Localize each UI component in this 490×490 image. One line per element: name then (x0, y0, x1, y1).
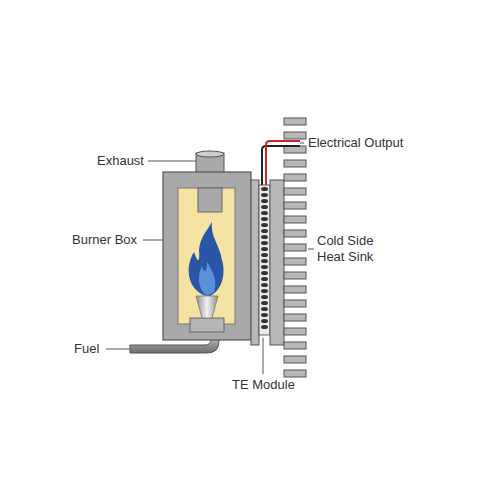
te-element (261, 199, 268, 203)
te-element (261, 187, 268, 191)
te-element (261, 283, 268, 287)
heat-sink-fin (284, 286, 306, 293)
heat-sink-fin (284, 216, 306, 223)
te-element (261, 241, 268, 245)
heat-sink-fin (284, 244, 306, 251)
fuel-label: Fuel (74, 341, 99, 357)
heat-sink-fin (284, 300, 306, 307)
te-element (261, 193, 268, 197)
heat-sink-fin (284, 146, 306, 153)
te-element (261, 259, 268, 263)
heat-sink-fin (284, 188, 306, 195)
heat-sink-fin (284, 314, 306, 321)
heat-sink-fin (284, 328, 306, 335)
te-element (261, 325, 268, 329)
te-element (261, 217, 268, 221)
te-element (261, 319, 268, 323)
heat-sink-fin (284, 258, 306, 265)
te-element (261, 253, 268, 257)
te-element (261, 295, 268, 299)
heat-sink-label: Cold Side Heat Sink (317, 233, 391, 265)
heat-sink-fin (284, 370, 306, 377)
te-element (261, 223, 268, 227)
te-element (261, 229, 268, 233)
te-element (261, 211, 268, 215)
te-module-label: TE Module (232, 377, 295, 393)
te-element (261, 271, 268, 275)
te-element (261, 307, 268, 311)
te-element (261, 205, 268, 209)
heat-sink-fin (284, 272, 306, 279)
te-element (261, 235, 268, 239)
te-element (261, 277, 268, 281)
heat-sink-fin (284, 356, 306, 363)
heat-sink-fin (284, 160, 306, 167)
exhaust-label: Exhaust (97, 153, 144, 169)
heat-sink-fin (284, 118, 306, 125)
heat-sink-fin (284, 230, 306, 237)
output-label: Electrical Output (308, 135, 403, 151)
burner-label: Burner Box (72, 232, 137, 248)
te-element (261, 301, 268, 305)
te-element (261, 247, 268, 251)
heat-sink-fin (284, 202, 306, 209)
heat-sink-fin (284, 174, 306, 181)
te-element (261, 265, 268, 269)
te-element (261, 313, 268, 317)
te-element (261, 289, 268, 293)
heat-sink-fin (284, 342, 306, 349)
heat-sink-fin (284, 132, 306, 139)
